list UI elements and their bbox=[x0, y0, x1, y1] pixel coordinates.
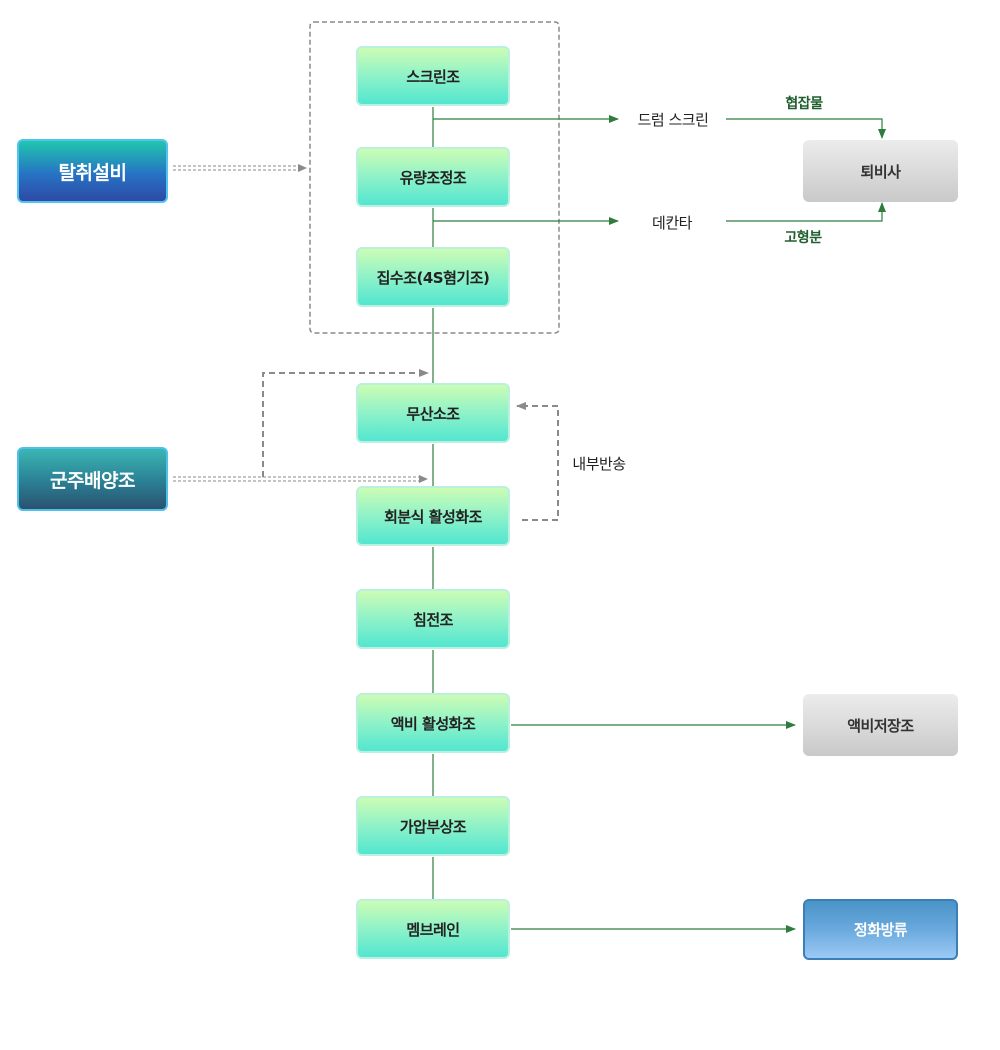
purified-discharge-node: 정화방류 bbox=[803, 899, 958, 960]
arrow-seeding-to-activated bbox=[173, 476, 420, 482]
compost-facility-node: 퇴비사 bbox=[803, 140, 958, 202]
sedimentation-tank-node: 침전조 bbox=[356, 589, 510, 649]
solids-edge-label: 고형분 bbox=[784, 230, 822, 246]
arrow-desulfurization-to-group bbox=[173, 165, 300, 171]
decanter-label: 데칸타 bbox=[652, 214, 692, 232]
liquid-fertilizer-activated-tank-node: 액비 활성화조 bbox=[356, 693, 510, 753]
flow-equalization-tank-node: 유량조정조 bbox=[356, 147, 510, 207]
seeding-culture-tank-node: 군주배양조 bbox=[17, 447, 168, 511]
anoxic-tank-node: 무산소조 bbox=[356, 383, 510, 443]
batch-activated-tank-node: 회분식 활성화조 bbox=[356, 486, 510, 546]
liquid-fertilizer-storage-node: 액비저장조 bbox=[803, 694, 958, 756]
internal-return-label: 내부반송 bbox=[572, 455, 626, 473]
desulfurization-facility-node: 탈취설비 bbox=[17, 139, 168, 203]
arrow-impurities-to-compost bbox=[726, 118, 886, 139]
drum-screen-label: 드럼 스크린 bbox=[637, 111, 709, 129]
arrow-solids-to-compost bbox=[726, 202, 886, 222]
pressure-flotation-tank-node: 가압부상조 bbox=[356, 796, 510, 856]
membrane-node: 멤브레인 bbox=[356, 899, 510, 959]
pretreatment-group-boundary bbox=[309, 21, 560, 334]
arrow-seeding-to-anoxic bbox=[262, 369, 429, 477]
internal-return-loop bbox=[516, 402, 559, 521]
screen-tank-node: 스크린조 bbox=[356, 46, 510, 106]
impurities-edge-label: 협잡물 bbox=[785, 96, 823, 112]
collection-tank-node: 집수조(4S혐기조) bbox=[356, 247, 510, 307]
